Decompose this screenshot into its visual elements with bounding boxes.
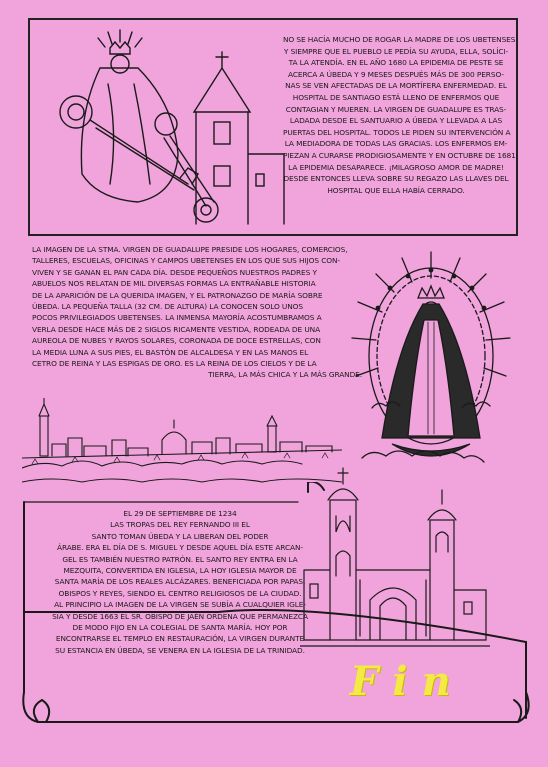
text-line: talleres, escuelas, oficinas y campos ub…	[32, 256, 340, 266]
text-line: acerca a Úbeda y 9 meses después más de …	[288, 69, 504, 79]
text-line: No se hacía mucho de rogar la madre de l…	[283, 35, 516, 44]
text-line: y siempre que el pueblo le pedía su ayud…	[283, 46, 509, 56]
text-line: Úbeda. La pequeña talla (32 cm. de altur…	[32, 302, 303, 312]
text-line: pocos privilegiados ubetenses. La inmens…	[32, 313, 322, 323]
text-line: de modo fijo en la Colegial de Santa Mar…	[72, 623, 288, 633]
text-line: aureola de nubes y rayos solares, corona…	[32, 336, 321, 346]
text-line: ladada desde el Santuario a Úbeda y llev…	[289, 116, 503, 126]
text-line: de la aparición de la querida imagen, y …	[32, 290, 323, 300]
text-line: Al principio la imagen de la Virgen se s…	[54, 600, 306, 610]
text-line: ta la atendía. En el año 1680 la epidemi…	[288, 58, 504, 68]
text-line: El 29 de septiembre de 1234	[123, 509, 237, 518]
text-line: encontrarse el templo en restauración, l…	[55, 634, 305, 644]
text-line: Santo toman Úbeda y la liberan del poder	[91, 531, 269, 541]
scroll-frame	[22, 482, 530, 723]
text-line: hospital que ella había cerrado.	[327, 185, 465, 195]
text-line: Santa María de los Reales Alcázares. Ben…	[54, 577, 306, 587]
text-line: nas se ven afectadas de la mortífera enf…	[285, 81, 507, 91]
bottom-paragraph: El 29 de septiembre de 1234 las tropas d…	[30, 508, 330, 656]
top-panel: No se hacía mucho de rogar la madre de l…	[28, 18, 518, 236]
virgin-with-keys-illustration	[59, 29, 285, 225]
text-line: gel es también nuestro patrón. El santo …	[62, 554, 298, 564]
text-line: Hospital de Santiago está lleno de enfer…	[292, 92, 500, 102]
top-paragraph: No se hacía mucho de rogar la madre de l…	[283, 34, 516, 196]
text-line: La imagen de la Stma. Virgen de Guadalup…	[32, 245, 348, 254]
fin-title: Fin	[350, 658, 465, 705]
virgin-of-guadalupe-illustration	[351, 251, 511, 463]
text-line: tierra, la más chica y la más grande.	[208, 370, 362, 380]
text-line: Desde entonces lleva sobre su regazo las…	[283, 174, 509, 184]
text-line: la mediadora de todas las gracias. Los e…	[284, 139, 508, 149]
text-line: mezquita, convertida en iglesia, la hoy …	[63, 566, 297, 576]
text-line: las tropas del rey Fernando III el	[110, 520, 250, 530]
text-line: contagian y mueren. La Virgen de Guadalu…	[285, 104, 507, 114]
church-facade-illustration	[300, 467, 490, 647]
text-line: la media luna a sus pies, el bastón de a…	[32, 347, 309, 357]
text-line: sia y desde 1663 el Sr. Obispo de Jaén o…	[52, 611, 308, 621]
text-line: puertas del hospital. Todos le piden su …	[283, 127, 511, 137]
halo-rays	[97, 29, 143, 48]
text-line: cetro de reina y las espigas de oro. Es …	[32, 359, 317, 369]
text-line: obispos y reyes, siendo el centro religi…	[58, 588, 302, 598]
text-line: árabe. Era el día de S. Miguel y desde a…	[57, 543, 303, 553]
text-line: verla desde hace más de 2 siglos ricamen…	[32, 324, 321, 334]
text-line: viven y se ganan el pan cada día. Desde …	[32, 267, 317, 277]
text-line: su estancia en Úbeda, se venera en la ig…	[55, 645, 305, 655]
ubeda-skyline-illustration	[22, 398, 342, 483]
text-line: abuelos nos relatan de mil diversas form…	[32, 279, 316, 289]
stars	[375, 267, 487, 311]
text-line: piezan a curarse prodigiosamente y en oc…	[283, 150, 516, 160]
middle-paragraph: La imagen de la Stma. Virgen de Guadalup…	[32, 244, 362, 381]
text-line: la epidemia desaparece. ¡Milagroso amor …	[288, 162, 504, 172]
